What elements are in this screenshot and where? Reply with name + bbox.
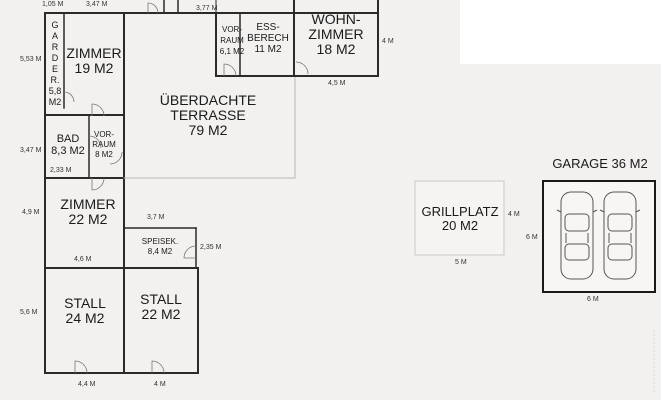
dimension-label: 3,47 M bbox=[86, 1, 108, 8]
room-zimmer-1: ZIMMER 19 M2 bbox=[62, 45, 126, 77]
room-wohnzimmer: WOHN- ZIMMER 18 M2 bbox=[295, 11, 377, 58]
car-icon bbox=[599, 191, 641, 280]
room-area: 18 M2 bbox=[316, 41, 356, 58]
dimension-label: 4,9 M bbox=[22, 209, 40, 216]
room-ueberdachte-terrasse: ÜBERDACHTE TERRASSE 79 M2 bbox=[140, 92, 276, 139]
room-name: BAD bbox=[56, 133, 80, 145]
room-speisekammer: SPEISEK. 8,4 M2 bbox=[135, 237, 185, 257]
room-name: VOR- bbox=[94, 130, 114, 139]
room-area: 79 M2 bbox=[188, 122, 228, 139]
room-area: M2 bbox=[48, 97, 62, 107]
dimension-label: 4 M bbox=[382, 38, 394, 45]
room-name: WOHN- bbox=[311, 11, 361, 27]
room-area: 8,4 M2 bbox=[147, 247, 173, 256]
letter: E bbox=[51, 64, 58, 74]
dimension-label: 2,35 M bbox=[200, 244, 222, 251]
door-swing-terrace bbox=[109, 151, 123, 165]
dimension-label: 3,47 M bbox=[20, 147, 42, 154]
room-name: RAUM bbox=[92, 140, 116, 149]
room-area: 5,8 bbox=[48, 86, 62, 96]
room-area: 8,3 M2 bbox=[51, 144, 85, 157]
door-swing-vorraum bbox=[91, 103, 105, 117]
car-icon bbox=[556, 191, 598, 280]
room-area: 19 M2 bbox=[74, 60, 114, 77]
room-area: 20 M2 bbox=[441, 218, 479, 234]
room-area: 24 M2 bbox=[65, 310, 105, 327]
letter: D bbox=[51, 53, 59, 63]
room-name: ÜBERDACHTE bbox=[159, 92, 257, 108]
dimension-label: 3,77 M bbox=[196, 5, 218, 12]
room-garderobe: G A R D E R. 5,8 M2 bbox=[46, 20, 64, 108]
dimension-label: 1,05 M bbox=[42, 1, 64, 8]
room-name: STALL bbox=[140, 291, 182, 307]
door-swing-stall2 bbox=[151, 360, 165, 374]
room-name: ESS- bbox=[256, 22, 280, 33]
room-stall-2: STALL 22 M2 bbox=[124, 291, 198, 323]
dimension-label: 5,53 M bbox=[20, 56, 42, 63]
dimension-label: 3,7 M bbox=[147, 214, 165, 221]
room-area: 22 M2 bbox=[141, 306, 181, 323]
room-area: 22 M2 bbox=[68, 211, 108, 228]
room-essbereich: ESS- BERECH 11 M2 bbox=[240, 22, 296, 55]
dimension-label: 4,5 M bbox=[328, 80, 346, 87]
door-swing-top bbox=[147, 2, 159, 14]
letter: G bbox=[51, 20, 59, 30]
room-vorraum-1: VOR- RAUM 8 M2 bbox=[89, 130, 119, 160]
grillplatz-box bbox=[414, 180, 505, 256]
dimension-label: 4,6 M bbox=[74, 256, 92, 263]
room-name: GRILLPLATZ bbox=[421, 204, 499, 219]
letter: R. bbox=[50, 75, 60, 85]
garage-box bbox=[542, 180, 656, 293]
room-name: VOR- bbox=[222, 25, 242, 34]
door-swing-ess bbox=[295, 61, 309, 75]
dimension-label: 2,33 M bbox=[50, 167, 72, 174]
room-name: ZIMMER bbox=[308, 26, 364, 43]
dimension-label: 6 M bbox=[587, 296, 599, 303]
room-name: TERRASSE bbox=[170, 107, 246, 124]
door-swing-vorraum2 bbox=[223, 63, 237, 77]
dimension-label: 4 M bbox=[508, 211, 520, 218]
room-vorraum-2: VOR- RAUM 6,1 M2 bbox=[218, 24, 246, 57]
room-area: 6,1 M2 bbox=[219, 47, 245, 56]
door-swing-garderobe bbox=[63, 91, 75, 103]
room-name: BERECH bbox=[247, 33, 289, 44]
room-name: STALL bbox=[64, 295, 106, 311]
room-bad: BAD 8,3 M2 bbox=[46, 133, 90, 158]
dimension-label: 4,4 M bbox=[78, 381, 96, 388]
room-area: 11 M2 bbox=[254, 44, 282, 55]
dimension-label: 6 M bbox=[526, 234, 538, 241]
door-swing-zimmer2 bbox=[91, 177, 105, 191]
dimension-label: 4 M bbox=[154, 381, 166, 388]
dimension-label: 5 M bbox=[455, 259, 467, 266]
room-area: 8 M2 bbox=[95, 150, 113, 159]
door-swing-speisek bbox=[183, 245, 197, 259]
room-stall-1: STALL 24 M2 bbox=[46, 295, 124, 327]
room-name: SPEISEK. bbox=[141, 237, 179, 246]
grillplatz-label: GRILLPLATZ 20 M2 bbox=[412, 204, 508, 234]
room-name: ZIMMER bbox=[60, 196, 116, 212]
dimension-label: 5,6 M bbox=[20, 309, 38, 316]
letter: R bbox=[51, 42, 59, 52]
letter: A bbox=[51, 31, 58, 41]
room-name: RAUM bbox=[220, 36, 244, 45]
door-swing-bad bbox=[88, 135, 102, 149]
white-background-patch bbox=[460, 0, 661, 64]
garage-title: GARAGE 36 M2 bbox=[552, 156, 648, 171]
door-swing-stall1 bbox=[74, 360, 88, 374]
room-zimmer-2: ZIMMER 22 M2 bbox=[46, 196, 130, 228]
room-name: ZIMMER bbox=[66, 45, 122, 61]
